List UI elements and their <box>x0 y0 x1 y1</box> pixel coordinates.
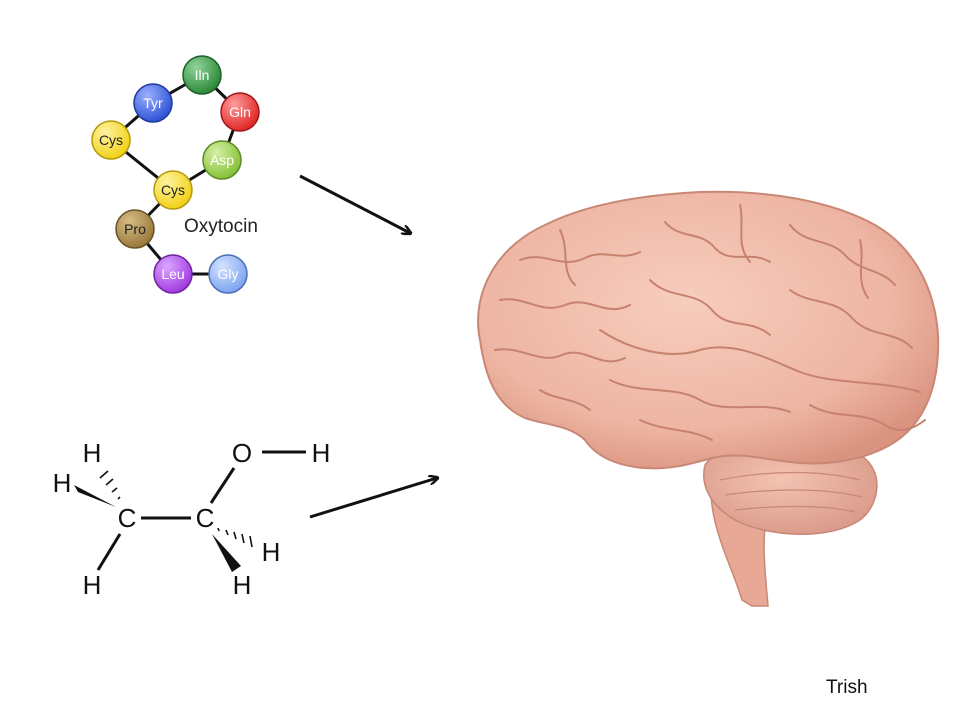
svg-text:Tyr: Tyr <box>143 95 163 111</box>
atom-h-oh: H <box>312 438 331 468</box>
svg-text:Gln: Gln <box>229 104 251 120</box>
atom-h-top: H <box>83 438 102 468</box>
hashed-bond-top <box>99 470 121 500</box>
atom-o: O <box>232 438 252 468</box>
svg-text:Cys: Cys <box>161 182 185 198</box>
atom-h-bottom-left: H <box>83 570 102 600</box>
atom-h-bottom-right: H <box>233 570 252 600</box>
ethanol-structure: H H C C O H H H H <box>53 438 331 600</box>
residue-gly: Gly <box>208 254 248 294</box>
svg-text:Leu: Leu <box>161 266 184 282</box>
residue-asp: Asp <box>202 140 242 180</box>
author-credit: Trish <box>826 677 868 698</box>
residue-gln: Gln <box>220 92 260 132</box>
svg-text:Asp: Asp <box>210 152 234 168</box>
residue-cys-mid: Cys <box>153 170 193 210</box>
ethanol-bonds <box>96 450 306 571</box>
arrow-oxytocin-to-brain <box>299 174 410 233</box>
residue-iln: Iln <box>182 55 222 95</box>
hashed-bond-right <box>217 527 253 548</box>
brain-illustration <box>477 190 940 607</box>
wedge-bond-left <box>74 485 116 507</box>
arrow-ethanol-to-brain <box>309 478 437 519</box>
atom-h-right: H <box>262 537 281 567</box>
svg-text:Cys: Cys <box>99 132 123 148</box>
svg-text:Pro: Pro <box>124 221 146 237</box>
residue-tyr: Tyr <box>133 83 173 123</box>
residue-leu: Leu <box>153 254 193 294</box>
svg-text:Iln: Iln <box>195 67 210 83</box>
atom-c2: C <box>196 503 215 533</box>
residue-cys-top: Cys <box>91 120 131 160</box>
residue-pro: Pro <box>115 209 155 249</box>
atom-h-left: H <box>53 468 72 498</box>
svg-text:Gly: Gly <box>218 266 239 282</box>
oxytocin-label: Oxytocin <box>184 216 258 237</box>
wedge-bond-bottom-right <box>212 534 241 572</box>
atom-c1: C <box>118 503 137 533</box>
oxytocin-structure: Iln Tyr Gln Cys Asp Cys Pro Leu <box>91 55 260 294</box>
